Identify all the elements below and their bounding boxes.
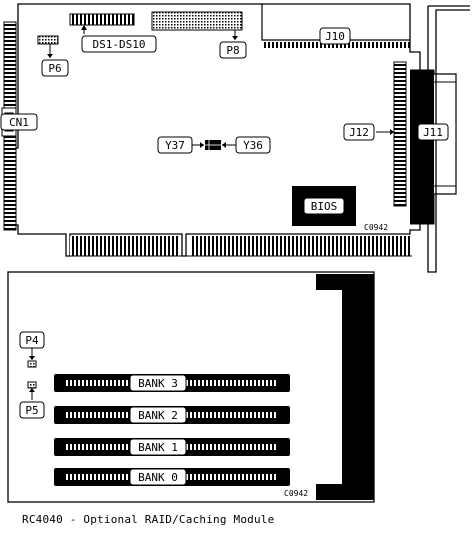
ds-label: DS1-DS10	[93, 38, 146, 51]
p6-label: P6	[48, 62, 61, 75]
bank0-label: BANK 0	[138, 471, 178, 484]
p6-jumper	[37, 35, 59, 45]
bank3-label: BANK 3	[138, 377, 178, 390]
bank1-label-box	[129, 438, 187, 456]
y36-label: Y36	[243, 139, 263, 152]
memory-bank-0: BANK 0	[54, 468, 290, 486]
bios-label: BIOS	[311, 200, 338, 213]
y37-label-box	[157, 136, 193, 154]
p4-jumper	[27, 360, 37, 368]
led-array-ds1-ds10	[69, 13, 135, 26]
mounting-bracket	[427, 5, 470, 273]
p5-label: P5	[25, 404, 38, 417]
cn1-label: CN1	[9, 116, 29, 129]
cn1-label-box	[0, 113, 38, 131]
main-adapter-board: CN1 P6 DS1-DS10 P8 J10 J12	[0, 3, 470, 273]
bank2-label: BANK 2	[138, 409, 178, 422]
memory-bank-1: BANK 1	[54, 438, 290, 456]
p8-label: P8	[226, 44, 239, 57]
p5-jumper	[27, 381, 37, 389]
j11-connector	[410, 69, 457, 225]
raid-caching-module: P4 P5 BANK 3 BANK 2 BANK 1	[7, 271, 375, 503]
memory-bank-2: BANK 2	[54, 406, 290, 424]
bank1-label: BANK 1	[138, 441, 178, 454]
p8-label-box	[219, 41, 247, 59]
p5-label-box	[19, 401, 45, 419]
p4-label: P4	[25, 334, 39, 347]
j12-label-box	[343, 123, 375, 141]
bank0-label-box	[129, 468, 187, 486]
y37-label: Y37	[165, 139, 185, 152]
j11-label-box	[417, 123, 449, 141]
memory-bank-3: BANK 3	[54, 374, 290, 392]
j10-label: J10	[325, 30, 345, 43]
edge-connector-b	[190, 236, 410, 256]
j10-connector	[261, 4, 410, 41]
edge-connector-a	[70, 236, 180, 256]
bank3-label-box	[129, 374, 187, 392]
p8-header	[151, 11, 243, 31]
j12-label: J12	[349, 126, 369, 139]
module-code-label: C0942	[284, 489, 308, 498]
figure-caption: RC4040 - Optional RAID/Caching Module	[22, 513, 275, 526]
j12-header	[393, 61, 407, 207]
j11-label: J11	[423, 126, 443, 139]
ds-label-box	[81, 35, 157, 53]
board-code-label: C0942	[364, 223, 388, 232]
y36-label-box	[235, 136, 271, 154]
bios-label-box	[303, 197, 345, 215]
p6-label-box	[41, 59, 69, 77]
bank2-label-box	[129, 406, 187, 424]
module-connector	[316, 274, 374, 500]
j10-label-box	[319, 27, 351, 45]
